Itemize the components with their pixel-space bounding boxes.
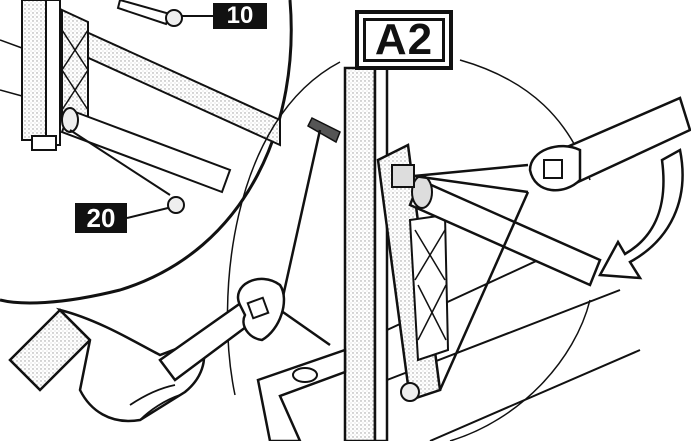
main-detail (226, 59, 691, 441)
main-tube (408, 175, 602, 287)
main-detail-border-bottom (449, 299, 591, 441)
wrench-lower-icon (158, 277, 286, 382)
step-label-text: A2 (363, 18, 445, 62)
hand-icon (8, 307, 206, 423)
bolt-20 (69, 129, 185, 219)
inset-tube (60, 107, 232, 194)
inset-lattice-bracket (61, 8, 89, 132)
base-plate (256, 249, 641, 441)
inset-frame (0, 39, 23, 97)
part-label-10: 10 (213, 3, 267, 29)
inset-post (21, 0, 61, 146)
leader-lines (278, 129, 530, 391)
nut-and-rod (307, 116, 415, 188)
inset-rail (59, 18, 281, 147)
bolt-10 (116, 0, 213, 27)
part-label-20: 20 (75, 203, 127, 233)
open-end-wrench-icon (528, 96, 691, 192)
inset-foot (31, 135, 57, 151)
curved-arrow-tighten-icon (597, 148, 684, 280)
main-post (343, 66, 389, 441)
inset-border (0, 0, 293, 305)
step-label: A2 (355, 10, 453, 70)
inset-detail (0, 0, 293, 305)
main-detail-border-left (226, 61, 341, 396)
